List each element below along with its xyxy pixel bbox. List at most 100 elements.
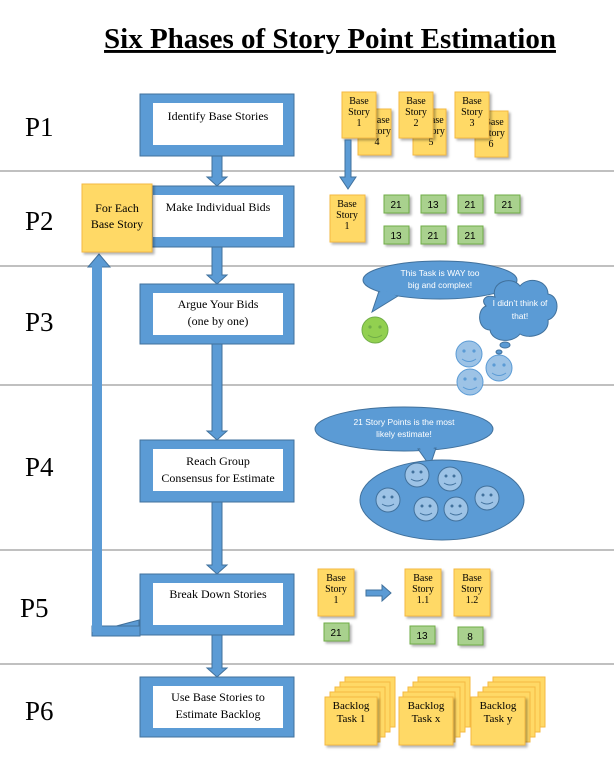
p2-story-line-2: Story xyxy=(336,210,358,221)
story-note-3-line-2: Story xyxy=(461,107,483,118)
step-p4-label-1: Reach Group xyxy=(186,454,250,468)
svg-text:21: 21 xyxy=(427,231,439,242)
p4-group xyxy=(359,459,525,541)
bid-card: 21 xyxy=(420,225,447,245)
breakdown-arrow xyxy=(365,583,392,603)
flow-arrows xyxy=(205,155,229,678)
p5-breakdown: Base Story 1 21 Base Story 1.1 13 Base S… xyxy=(317,568,491,646)
p5-parent-line-3: 1 xyxy=(334,595,339,606)
svg-text:21: 21 xyxy=(464,231,476,242)
story-note-2-line-3: 2 xyxy=(414,118,419,129)
step-p3-label-1: Argue Your Bids xyxy=(178,297,259,311)
loop-note: For Each Base Story xyxy=(81,183,153,253)
backlog-stack: Backlog Task 1 xyxy=(324,676,396,746)
p3-thought-line-3: that! xyxy=(512,311,529,321)
p2-story-line-1: Base xyxy=(337,199,357,210)
p1-stories: Base Story 4 Base Story 5 Base Story 6 B… xyxy=(341,91,509,158)
svg-text:8: 8 xyxy=(467,632,473,643)
backlog-1-line-2: Task 1 xyxy=(337,713,366,725)
p3-faces xyxy=(361,316,513,396)
p5-child-note: Base Story 1.2 xyxy=(453,568,491,617)
story-note-1-line-1: Base xyxy=(349,96,369,107)
p3-thought-bubble: I didn’t think of of that! xyxy=(479,279,558,355)
p2-story-note: Base Story 1 xyxy=(329,194,366,243)
svg-text:21: 21 xyxy=(330,628,342,639)
backlog-2-line-1: Backlog xyxy=(408,700,445,712)
p5-parent-note: Base Story 1 xyxy=(317,568,355,617)
p5-child-points: 13 xyxy=(409,625,436,645)
smiley-blue-icon xyxy=(375,487,401,513)
step-p2[interactable]: Make Individual Bids xyxy=(139,185,295,248)
p2-bids: 21 13 21 21 13 21 21 xyxy=(383,194,521,245)
p4-bubble-line-1: 21 Story Points is the most xyxy=(353,417,455,427)
step-p5[interactable]: Break Down Stories xyxy=(139,573,295,636)
backlog-3-line-1: Backlog xyxy=(480,700,517,712)
step-p6-label-2: Estimate Backlog xyxy=(176,707,261,721)
arrow-p5-p6 xyxy=(205,634,229,678)
p5-child-2-line-3: 1.2 xyxy=(466,595,479,606)
story-note-1-line-3: 1 xyxy=(357,118,362,129)
step-p3-label-2: (one by one) xyxy=(188,314,249,328)
step-boxes: Identify Base Stories Make Individual Bi… xyxy=(139,93,295,738)
step-p2-label: Make Individual Bids xyxy=(166,200,271,214)
story-note-6-line-2: Story xyxy=(483,128,505,139)
bid-card: 21 xyxy=(457,225,484,245)
step-p3[interactable]: Argue Your Bids (one by one) xyxy=(139,283,295,345)
phase-label-p1: P1 xyxy=(25,112,54,142)
smiley-blue-icon xyxy=(413,496,439,522)
backlog-1-line-1: Backlog xyxy=(333,700,370,712)
p3-bubble-1: This Task is WAY too big and complex! xyxy=(362,260,518,314)
step-p4-label-2: Consensus for Estimate xyxy=(161,471,274,485)
p5-child-1-line-2: Story xyxy=(412,584,434,595)
bid-card: 13 xyxy=(420,194,447,214)
backlog-2-line-2: Task x xyxy=(412,713,441,725)
loop-note-line-2: Base Story xyxy=(91,217,143,231)
page-title: Six Phases of Story Point Estimation xyxy=(104,23,556,55)
backlog-3-line-2: Task y xyxy=(484,713,513,725)
phase-label-p6: P6 xyxy=(25,696,54,726)
svg-text:21: 21 xyxy=(501,200,513,211)
phase-labels: P1 P2 P3 P4 P5 P6 xyxy=(20,112,54,726)
smiley-blue-icon xyxy=(443,496,469,522)
story-note-2: Base Story 2 xyxy=(398,91,434,139)
svg-text:13: 13 xyxy=(390,231,402,242)
smiley-blue-icon xyxy=(437,466,463,492)
story-note-5-line-3: 5 xyxy=(429,137,434,148)
story-note-6-line-1: Base xyxy=(484,117,504,128)
arrow-p4-p5 xyxy=(205,501,229,575)
story-note-5-line-2: Story xyxy=(423,126,445,137)
loop-back-arrow-vertical xyxy=(92,266,102,632)
backlog-stack: Backlog Task y xyxy=(470,676,546,746)
loop-note-line-1: For Each xyxy=(95,201,139,215)
story-note-5-line-1: Base xyxy=(424,115,444,126)
p5-child-2-line-2: Story xyxy=(461,584,483,595)
svg-text:13: 13 xyxy=(416,631,428,642)
story-note-4-line-3: 4 xyxy=(375,137,380,148)
bid-card: 13 xyxy=(383,225,410,245)
story-note-3-line-1: Base xyxy=(462,96,482,107)
p2-story-line-3: 1 xyxy=(345,221,350,232)
bid-card: 21 xyxy=(457,194,484,214)
p5-child-1-line-1: Base xyxy=(413,573,433,584)
story-note-4-line-1: Base xyxy=(370,115,390,126)
step-p4[interactable]: Reach Group Consensus for Estimate xyxy=(139,439,295,503)
p3-bubble-1-line-1: This Task is WAY too xyxy=(400,268,479,278)
story-note-2-line-1: Base xyxy=(406,96,426,107)
bid-card: 21 xyxy=(383,194,410,214)
backlog-stack: Backlog Task x xyxy=(398,676,471,746)
smiley-blue-icon xyxy=(404,462,430,488)
step-p1[interactable]: Identify Base Stories xyxy=(139,93,295,157)
step-p1-label: Identify Base Stories xyxy=(168,109,269,123)
step-p6[interactable]: Use Base Stories to Estimate Backlog xyxy=(139,676,295,738)
p5-parent-line-1: Base xyxy=(326,573,346,584)
phase-label-p2: P2 xyxy=(25,206,54,236)
arrow-p3-p4 xyxy=(205,343,229,441)
phase-label-p4: P4 xyxy=(25,452,54,482)
svg-text:21: 21 xyxy=(390,200,402,211)
story-note-4-line-2: Story xyxy=(369,126,391,137)
story-note-1-line-2: Story xyxy=(348,107,370,118)
step-p5-label: Break Down Stories xyxy=(169,587,267,601)
phase-label-p3: P3 xyxy=(25,307,54,337)
bid-card: 21 xyxy=(494,194,521,214)
